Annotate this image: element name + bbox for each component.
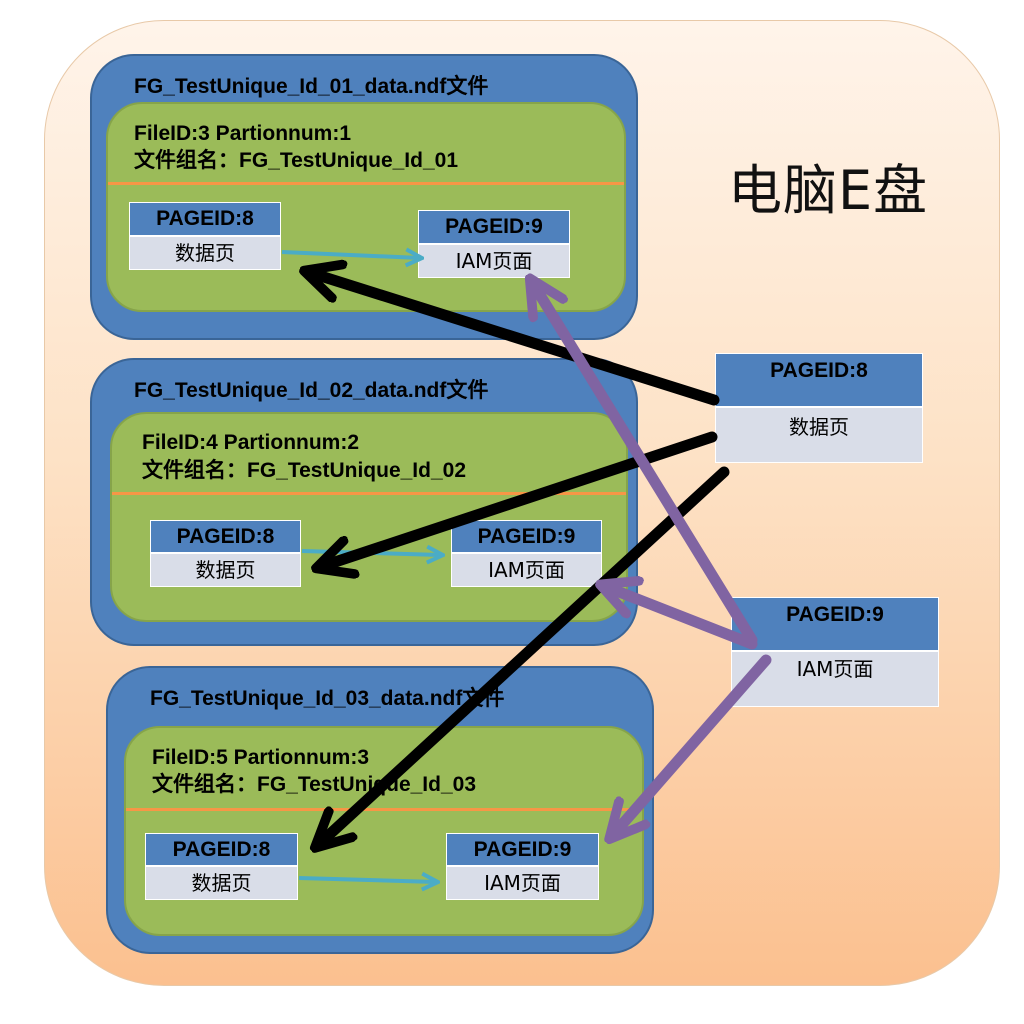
file-03-data-page-id: PAGEID:8 <box>146 834 297 867</box>
file-02-iam-page-id: PAGEID:9 <box>452 521 601 554</box>
file-01-iam-page[interactable]: PAGEID:9 IAM页面 <box>418 210 570 278</box>
file-03-title: FG_TestUnique_Id_03_data.ndf文件 <box>150 687 505 710</box>
file-03-internal-arrow <box>298 878 436 882</box>
data-to-file-02-arrow <box>320 431 718 567</box>
file-02-data-page-id: PAGEID:8 <box>151 521 300 554</box>
file-03-data-page[interactable]: PAGEID:8 数据页 <box>145 833 298 900</box>
file-02-title: FG_TestUnique_Id_02_data.ndf文件 <box>134 379 489 402</box>
file-01-groupname: 文件组名：FG_TestUnique_Id_01 <box>134 149 459 172</box>
external-iam-page-id: PAGEID:9 <box>732 598 938 652</box>
drive-e-label: 电脑E盘 <box>728 159 929 222</box>
data-to-file-03-arrow <box>318 466 730 845</box>
iam-to-file-02-arrow <box>604 586 758 650</box>
file-01-fileid: FileID:3 Partionnum:1 <box>134 122 352 145</box>
file-03-data-page-label: 数据页 <box>146 867 297 899</box>
file-01-data-page-id: PAGEID:8 <box>130 203 280 237</box>
file-02-data-page-label: 数据页 <box>151 554 300 586</box>
file-02-divider <box>112 492 626 495</box>
external-data-page[interactable]: PAGEID:8 数据页 <box>715 353 923 463</box>
file-03-divider <box>126 808 642 811</box>
file-02-fileid: FileID:4 Partionnum:2 <box>142 431 360 454</box>
file-01-divider <box>108 182 624 185</box>
file-03-group: FileID:5 Partionnum:3 文件组名：FG_TestUnique… <box>124 726 644 936</box>
file-01-iam-page-id: PAGEID:9 <box>419 211 569 245</box>
data-to-file-01-arrow <box>308 272 720 406</box>
file-01-internal-arrow <box>281 252 420 258</box>
file-02-group: FileID:4 Partionnum:2 文件组名：FG_TestUnique… <box>110 412 628 622</box>
file-01-data-page-label: 数据页 <box>130 237 280 269</box>
file-03-iam-page-label: IAM页面 <box>447 867 598 899</box>
file-02-iam-page-label: IAM页面 <box>452 554 601 586</box>
file-02-iam-page[interactable]: PAGEID:9 IAM页面 <box>451 520 602 587</box>
file-01-data-page[interactable]: PAGEID:8 数据页 <box>129 202 281 270</box>
file-03[interactable]: FG_TestUnique_Id_03_data.ndf文件 FileID:5 … <box>106 666 654 954</box>
file-01-title: FG_TestUnique_Id_01_data.ndf文件 <box>134 75 489 98</box>
file-03-fileid: FileID:5 Partionnum:3 <box>152 746 370 769</box>
file-03-iam-page-id: PAGEID:9 <box>447 834 598 867</box>
file-02-groupname: 文件组名：FG_TestUnique_Id_02 <box>142 459 467 482</box>
file-03-iam-page[interactable]: PAGEID:9 IAM页面 <box>446 833 599 900</box>
iam-to-file-03-arrow <box>612 654 772 836</box>
iam-to-file-01-arrow <box>532 282 758 646</box>
file-02[interactable]: FG_TestUnique_Id_02_data.ndf文件 FileID:4 … <box>90 358 638 646</box>
external-data-page-id: PAGEID:8 <box>716 354 922 408</box>
file-02-data-page[interactable]: PAGEID:8 数据页 <box>150 520 301 587</box>
file-01-iam-page-label: IAM页面 <box>419 245 569 277</box>
external-data-page-label: 数据页 <box>716 408 922 462</box>
